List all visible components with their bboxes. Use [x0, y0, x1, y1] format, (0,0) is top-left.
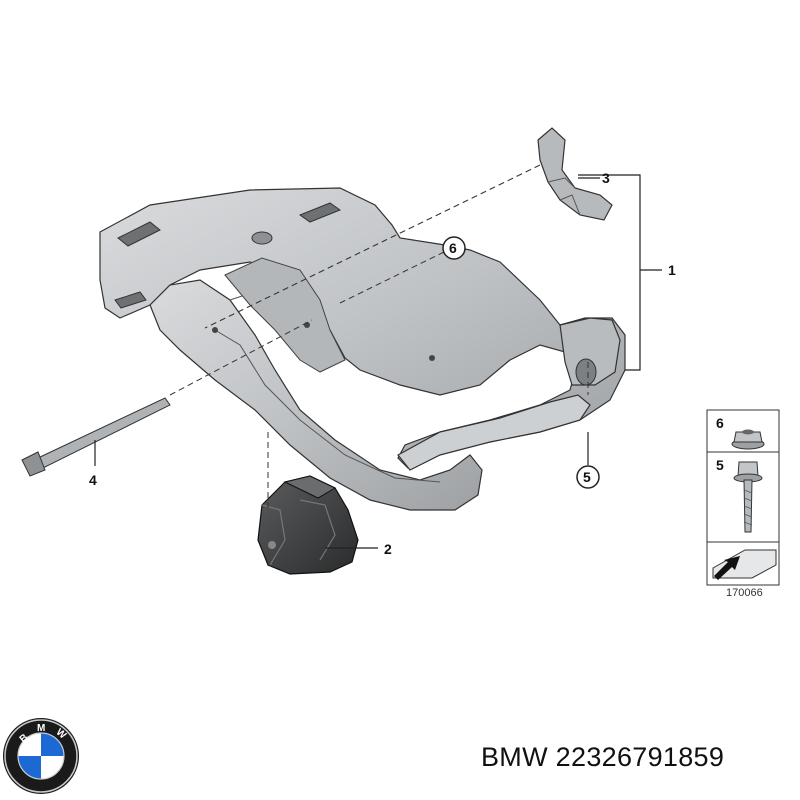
assembly-lines	[169, 164, 589, 510]
rubber-buffer-part-3	[537, 127, 613, 221]
diagram-number: 170066	[726, 587, 763, 599]
callout-6-label: 6	[449, 240, 457, 256]
callout-5-label: 5	[583, 469, 591, 485]
callout-5: 5	[576, 465, 600, 489]
long-bolt-part-4	[21, 397, 171, 477]
legend-label-6: 6	[716, 415, 724, 431]
direction-arrow-icon	[712, 549, 777, 580]
callout-4: 4	[89, 472, 97, 488]
part-number-caption: BMW 22326791859	[481, 742, 725, 772]
bmw-logo: B M W	[3, 718, 79, 794]
hex-bolt-icon	[733, 461, 763, 533]
callout-3: 3	[602, 170, 610, 186]
rubber-mount-part-2	[257, 475, 359, 575]
callout-2: 2	[384, 541, 392, 557]
legend-label-5: 5	[716, 457, 724, 473]
flange-nut-icon	[731, 429, 765, 450]
svg-text:M: M	[37, 723, 45, 734]
callout-1: 1	[668, 262, 676, 278]
gearbox-support-frame	[99, 187, 626, 511]
leader-lines	[94, 174, 662, 549]
hardware-legend: 6 5	[706, 409, 780, 586]
callout-6: 6	[442, 236, 466, 260]
